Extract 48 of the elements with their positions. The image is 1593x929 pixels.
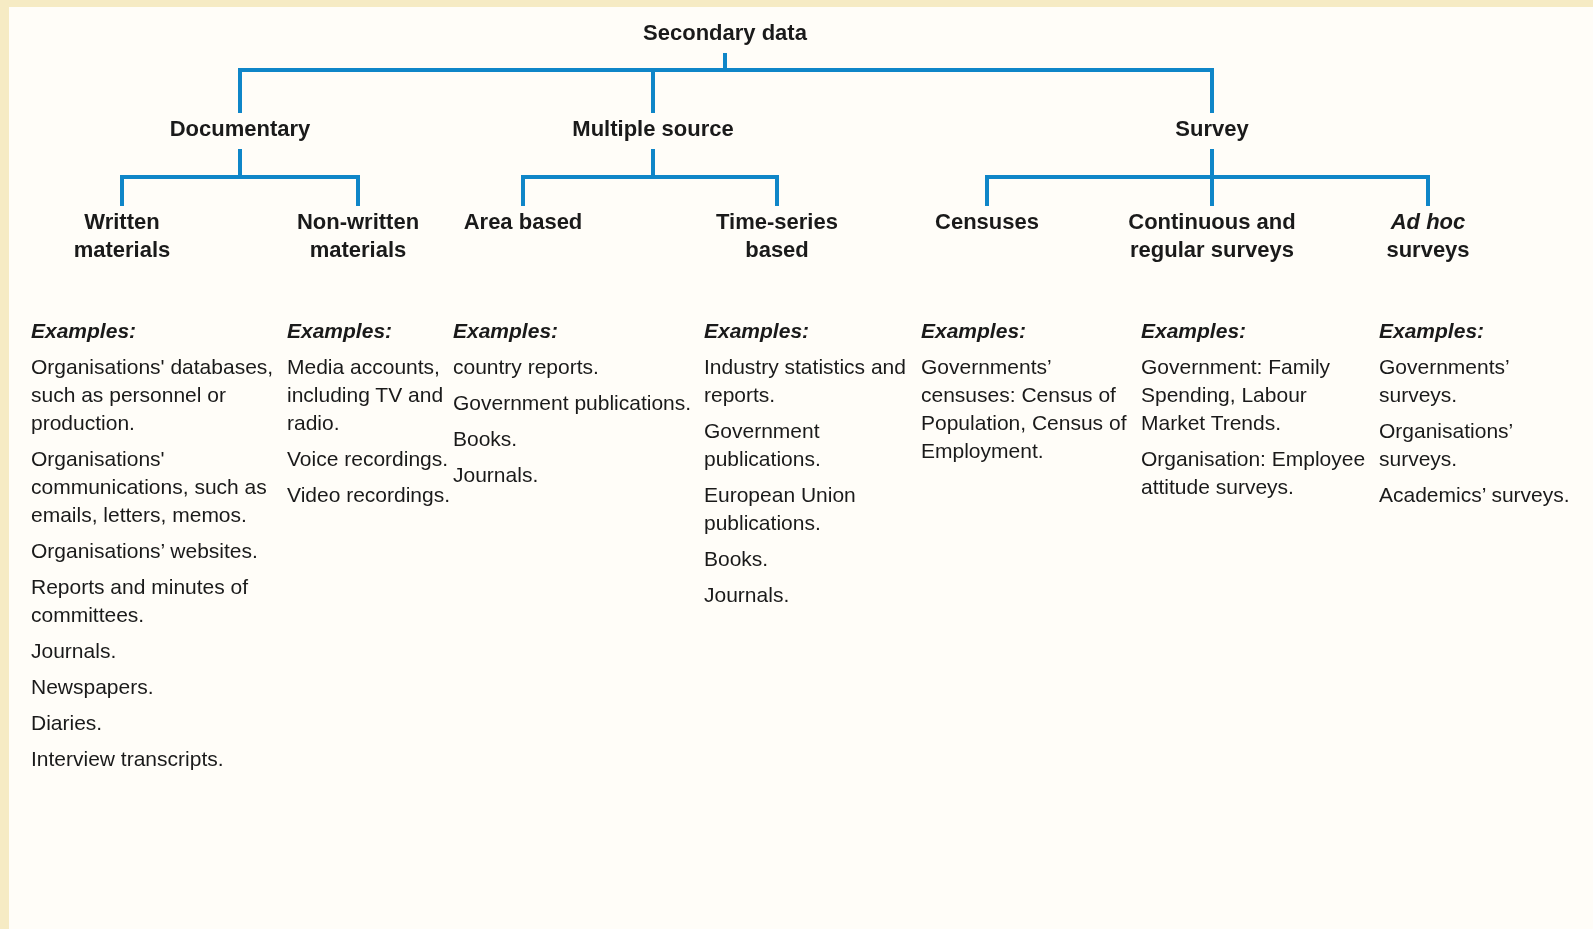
category-label: Survey (1132, 115, 1292, 145)
category-label: Documentary (130, 115, 350, 145)
examples-heading: Examples: (921, 318, 1028, 344)
connector-line (723, 53, 1214, 113)
example-text: Industry statistics and reports. (704, 354, 907, 408)
connector-line (1210, 149, 1430, 206)
example-text: country reports. (453, 354, 600, 380)
category-label: Secondary data (605, 19, 845, 49)
example-text: Organisation: Employee attitude surveys. (1141, 446, 1367, 500)
example-text: Voice recordings. (287, 446, 450, 472)
example-text: Interview transcripts. (31, 746, 225, 772)
connector-line (651, 149, 779, 206)
example-text: Books. (704, 546, 770, 572)
example-text: Journals. (31, 638, 118, 664)
example-text: Reports and minutes of committees. (31, 574, 250, 628)
category-label: Time-series based (687, 208, 867, 264)
example-text: Organisations’ surveys. (1379, 418, 1514, 472)
example-text: Government publications. (704, 418, 822, 472)
examples-heading: Examples: (1141, 318, 1248, 344)
category-label: Continuous and regular surveys (1117, 208, 1307, 292)
example-text: Governments’ surveys. (1379, 354, 1510, 408)
example-text: Media accounts, including TV and radio. (287, 354, 445, 436)
example-text: Organisations’ websites. (31, 538, 259, 564)
example-text: European Union publications. (704, 482, 857, 536)
category-label: Censuses (912, 208, 1062, 236)
example-text: Governments’ censuses: Census of Population, Census of Employment. (921, 354, 1128, 464)
example-text: Government publications. (453, 390, 693, 416)
example-text: Organisations' databases, such as personnel or production. (31, 354, 275, 436)
example-text: Academics’ surveys. (1379, 482, 1571, 508)
category-label: Non-written materials (268, 208, 448, 264)
example-text: Journals. (453, 462, 540, 488)
example-text: Books. (453, 426, 519, 452)
example-text: Government: Family Spending, Labour Market Trends. (1141, 354, 1332, 436)
examples-heading: Examples: (1379, 318, 1486, 344)
category-label: Ad hoc surveys (1353, 208, 1503, 264)
example-text: Diaries. (31, 710, 104, 736)
example-text: Organisations' communications, such as emails, letters, memos. (31, 446, 268, 528)
category-label: Written materials (37, 208, 207, 264)
examples-heading: Examples: (704, 318, 811, 344)
example-text: Newspapers. (31, 674, 155, 700)
category-label: Area based (453, 208, 593, 264)
examples-heading: Examples: (287, 318, 394, 344)
examples-heading: Examples: (31, 318, 138, 344)
examples-heading: Examples: (453, 318, 560, 344)
connector-line (238, 149, 360, 206)
category-label: Multiple source (533, 115, 773, 145)
example-text: Journals. (704, 582, 791, 608)
example-text: Video recordings. (287, 482, 452, 508)
